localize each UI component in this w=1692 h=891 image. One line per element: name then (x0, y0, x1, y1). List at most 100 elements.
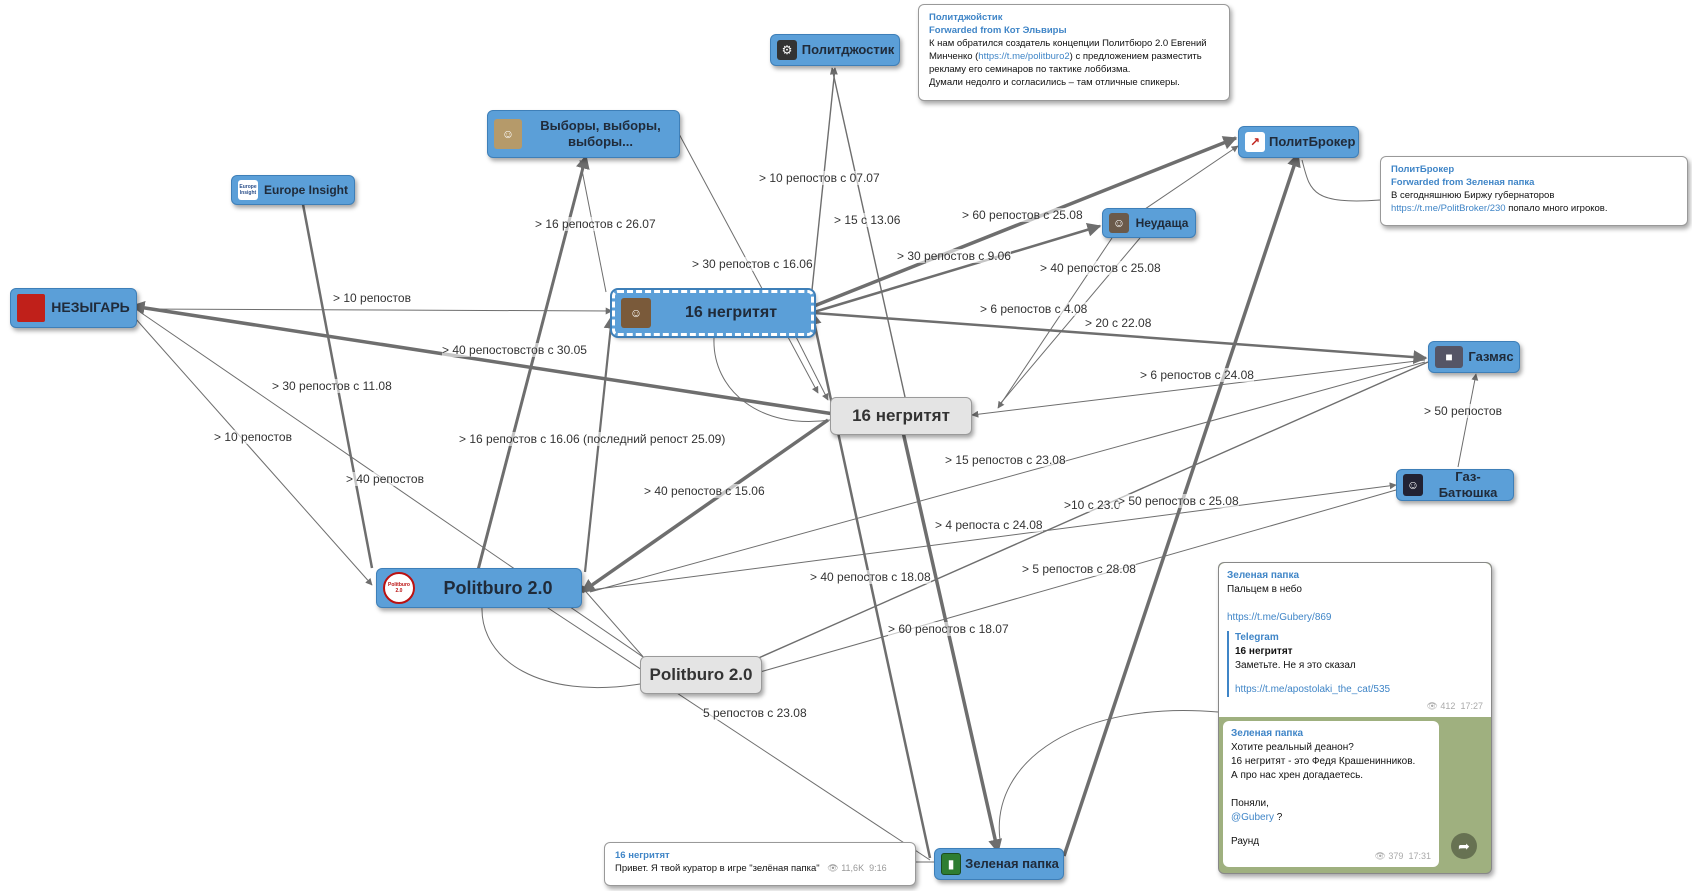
node-label: Europe Insight (264, 182, 348, 197)
quote-block: Telegram 16 негритят Заметьте. Не я это … (1227, 631, 1483, 697)
card-text: Привет. Я твой куратор в игре "зелёная п… (615, 863, 887, 874)
edge-neg16-nezygar (130, 300, 835, 416)
node-label: 16 негритят (852, 406, 950, 426)
avatar-folder-icon: ▮ (941, 853, 961, 875)
card-channel: ПолитБрокер (1391, 164, 1455, 175)
tooltip-card-16-negrityat: 16 негритят Привет. Я твой куратор в игр… (604, 842, 916, 886)
quote-link[interactable]: https://t.me/apostolaki_the_cat/535 (1235, 684, 1391, 695)
edge-neg16sel-gazmyas (813, 311, 1428, 365)
node-politburo-grey[interactable]: Politburo 2.0 (640, 656, 762, 694)
card-link[interactable]: https://t.me/PolitBroker/230 (1391, 203, 1506, 214)
edge-zelenaya-curve (998, 710, 1219, 841)
edge-label: > 30 репостов с 11.08 (272, 379, 392, 393)
tooltip-card-politdzhostik: Политджойстик Forwarded from Кот Эльвиры… (918, 4, 1230, 101)
node-label: ПолитБрокер (1269, 133, 1356, 149)
tooltip-card-politbroker: ПолитБрокер Forwarded from Зеленая папка… (1380, 156, 1688, 226)
message-bubble-1: Зеленая папка Пальцем в небо https://t.m… (1219, 563, 1491, 717)
edge-label: > 4 репоста с 24.08 (935, 518, 1043, 532)
node-politburo[interactable]: Politburo 2.0 Politburo 2.0 (376, 568, 582, 608)
edge-label: > 40 репостов с 15.06 (644, 484, 765, 498)
mention-link[interactable]: @Gubery (1231, 812, 1274, 823)
node-label: Politburo 2.0 (443, 577, 553, 598)
edge-gazmyas-politburo-a (589, 361, 1426, 593)
node-label: 16 негритят (684, 304, 778, 321)
quote-source: Telegram (1235, 632, 1279, 643)
card-forwarded: Forwarded from Зеленая папка (1391, 177, 1535, 188)
edge-gazbatyushka-gazmyas (1457, 373, 1479, 468)
avatar-portrait-icon: ☺ (621, 298, 651, 328)
edge-label: > 40 репостов (346, 472, 424, 486)
edge-label: > 60 репостов с 25.08 (962, 208, 1083, 222)
node-politdzhostik[interactable]: ⚙ Политджостик (770, 34, 900, 66)
node-nezygar[interactable]: НЕЗЫГАРЬ (10, 288, 137, 328)
avatar-photo-icon: ■ (1435, 346, 1463, 368)
edge-label: 5 репостов с 23.08 (703, 706, 807, 720)
edge-label: > 16 репостов с 16.06 (последний репост … (459, 432, 726, 446)
edge-label: > 16 репостов с 26.07 (535, 217, 656, 231)
node-politbroker[interactable]: ↗ ПолитБрокер (1238, 126, 1359, 158)
avatar-chart-icon: ↗ (1245, 132, 1265, 152)
message-channel: Зеленая папка (1227, 570, 1300, 581)
quote-text: Заметьте. Не я это сказал (1235, 660, 1356, 671)
node-label: НЕЗЫГАРЬ (51, 299, 130, 316)
avatar-red-square-icon (17, 294, 45, 322)
edge-label: > 50 репостов с 25.08 (1118, 494, 1239, 508)
node-label: Politburo 2.0 (649, 665, 753, 685)
edge-label: > 10 репостов (214, 430, 292, 444)
node-europe-insight[interactable]: Europe Insight Europe Insight (231, 175, 355, 205)
node-16-negrityat[interactable]: 16 негритят (830, 397, 972, 435)
edge-label: > 10 репостов (333, 291, 411, 305)
message-meta: 👁 412 17:27 (1426, 701, 1483, 711)
edge-label: > 40 репостов с 25.08 (1040, 261, 1161, 275)
message-bubble-2: Зеленая папка Хотите реальный деанон? 16… (1223, 721, 1439, 867)
edge-label: > 6 репостов с 4.08 (980, 302, 1088, 316)
edge-label: > 60 репостов с 18.07 (888, 622, 1009, 636)
node-label: Газмяс (1468, 348, 1514, 364)
avatar-portrait-icon: ☺ (494, 119, 522, 149)
node-neudacha[interactable]: ☺ Неудаща (1102, 208, 1196, 238)
edge-nezygar-neg16sel (136, 307, 613, 315)
message-text: А про нас хрен догадаетесь. (1231, 770, 1364, 781)
card-text: К нам обратился создатель концепции Поли… (929, 38, 1207, 49)
edge-label: >10 с 23.0 (1064, 498, 1121, 512)
node-label: Политджостик (801, 41, 895, 57)
edge-zelenaya-neg16sel (807, 310, 932, 859)
edge-politburo-europe (293, 176, 374, 569)
edge-gazmyas-neg16 (971, 359, 1426, 418)
edge-label: > 30 репостов с 16.06 (692, 257, 813, 271)
message-meta: 👁 379 17:31 (1374, 851, 1431, 861)
avatar-portrait-icon: ☺ (1403, 474, 1423, 496)
share-icon[interactable]: ➦ (1451, 833, 1477, 859)
edge-label: > 50 репостов (1424, 404, 1502, 418)
node-label: Неудаща (1135, 215, 1189, 230)
edge-label: > 15 репостов с 23.08 (945, 453, 1066, 467)
edge-neg16sel-loop (713, 337, 831, 422)
node-vybory[interactable]: ☺ Выборы, выборы, выборы... (487, 110, 680, 158)
message-text: Поняли, (1231, 798, 1269, 809)
card-link[interactable]: https://t.me/politburo2 (978, 51, 1070, 62)
card-channel: 16 негритят (615, 850, 670, 861)
edge-label: > 10 репостов с 07.07 (759, 171, 880, 185)
edge-neg16sel-neudacha (813, 222, 1102, 314)
card-text: Минченко (https://t.me/politburo2) с пре… (929, 51, 1202, 62)
edge-nezygar-politburogrey (139, 311, 663, 671)
node-zelenaya-papka[interactable]: ▮ Зеленая папка (934, 848, 1064, 880)
edge-neg16-politdzhostik (829, 67, 906, 398)
avatar-europe-insight-icon: Europe Insight (238, 180, 258, 200)
message-channel: Зеленая папка (1231, 728, 1304, 739)
message-text: Раунд (1231, 836, 1260, 847)
edge-politburo-zelenaya (544, 605, 931, 861)
node-16-negrityat-selected[interactable]: ☺ 16 негритят (610, 288, 816, 338)
card-text: В сегодняшнюю Биржу губернаторов (1391, 190, 1555, 201)
avatar-joystick-icon: ⚙ (777, 40, 797, 60)
message-link[interactable]: https://t.me/Gubery/869 (1227, 612, 1332, 623)
card-meta: 👁 11,6K 9:16 (822, 863, 887, 873)
card-text: рекламу его семинаров по тактике лоббизм… (929, 64, 1131, 75)
node-gaz-batyushka[interactable]: ☺ Газ-Батюшка (1396, 469, 1514, 501)
edge-label: > 30 репостов с 9.06 (897, 249, 1011, 263)
avatar-politburo-icon: Politburo 2.0 (383, 572, 415, 604)
node-gazmyas[interactable]: ■ Газмяс (1428, 341, 1520, 373)
edge-gazmyas-politbroker-curve (1301, 159, 1381, 202)
edge-label: > 20 с 22.08 (1085, 316, 1152, 330)
